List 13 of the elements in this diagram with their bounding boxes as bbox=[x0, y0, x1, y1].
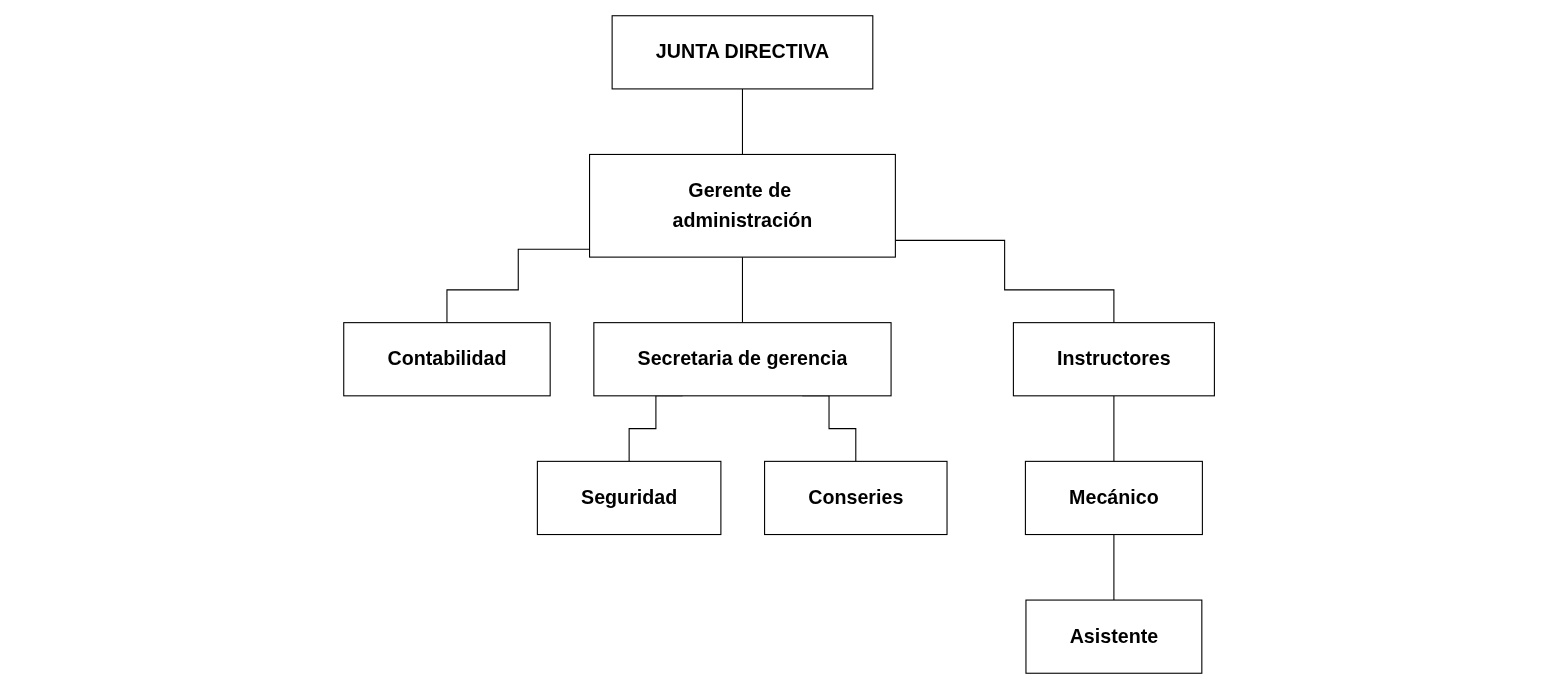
connector bbox=[741, 88, 743, 155]
connector bbox=[1113, 395, 1115, 462]
connector bbox=[741, 256, 743, 324]
node-box: Gerente de administración bbox=[588, 153, 896, 258]
connector bbox=[1113, 534, 1115, 601]
node-box: Mecánico bbox=[1024, 460, 1203, 536]
node-box: Contabilidad bbox=[343, 322, 551, 397]
node-box: Instructores bbox=[1012, 322, 1215, 397]
node-box: Secretaria de gerencia bbox=[593, 322, 892, 397]
node-box: Seguridad bbox=[536, 460, 722, 536]
node-box: Conseries bbox=[763, 460, 948, 536]
node-box: Asistente bbox=[1025, 599, 1203, 674]
node-box: JUNTA DIRECTIVA bbox=[611, 15, 874, 90]
